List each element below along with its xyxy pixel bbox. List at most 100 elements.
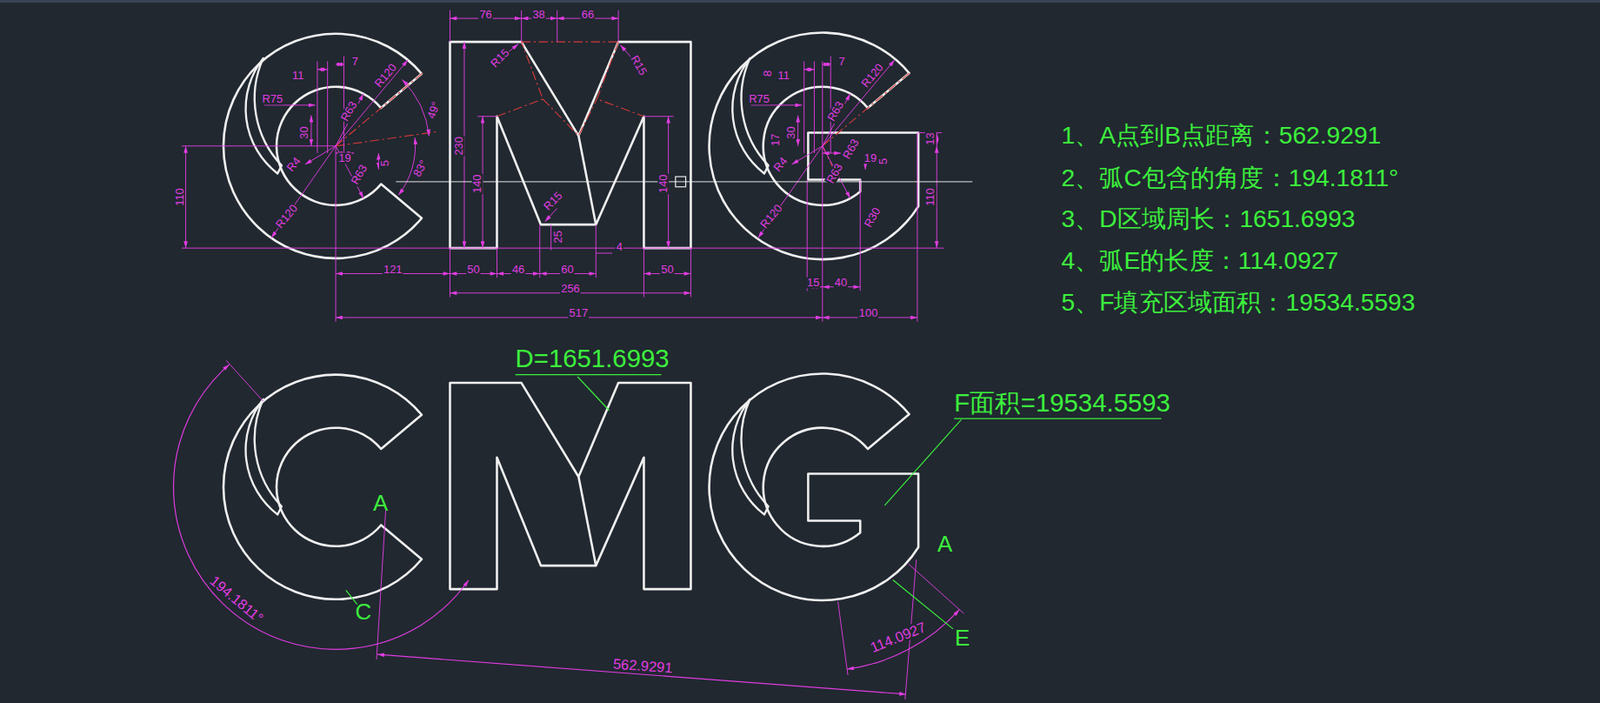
dimension-text: 121 bbox=[382, 263, 404, 275]
annotation-text: D=1651.6993 bbox=[515, 345, 670, 371]
dimension-text: 517 bbox=[567, 307, 589, 320]
extension-line bbox=[326, 60, 328, 154]
dimension-text: R120 bbox=[273, 201, 300, 232]
extension-line bbox=[539, 224, 540, 278]
dimension-text: R120 bbox=[372, 60, 400, 91]
dimension-text: 25 bbox=[552, 229, 564, 245]
dimension-line bbox=[822, 63, 831, 65]
extension-line bbox=[595, 224, 597, 278]
angle-dimension bbox=[398, 137, 415, 195]
annotation-text: 4、弧E的长度：114.0927 bbox=[1060, 247, 1339, 273]
dimension-text: 11 bbox=[776, 69, 791, 81]
letter-g-outline bbox=[709, 33, 920, 260]
dimension-text: R63 bbox=[824, 160, 846, 187]
angle-dimension bbox=[173, 364, 469, 649]
extension-line bbox=[556, 10, 558, 42]
dimension-text: 7 bbox=[351, 55, 360, 67]
letter-g-crescent bbox=[732, 399, 768, 515]
annotation-text: A bbox=[373, 492, 388, 515]
extension-line bbox=[838, 600, 848, 675]
extension-line bbox=[916, 133, 918, 322]
dimension-text: 7 bbox=[837, 55, 847, 67]
dimension-text: 194.1811° bbox=[206, 572, 267, 627]
dimension-text: 562.9291 bbox=[611, 655, 674, 674]
extension-line bbox=[618, 10, 620, 42]
dimension-line bbox=[317, 68, 328, 70]
radius-leader bbox=[822, 60, 895, 147]
letter-m-stroke bbox=[578, 135, 596, 225]
construction-line bbox=[542, 99, 597, 136]
dimension-text: R4 bbox=[284, 154, 304, 175]
dimension-line bbox=[377, 653, 907, 694]
dimension-text: 15 bbox=[806, 277, 821, 289]
dimension-text: R63 bbox=[825, 98, 847, 124]
radius-leader bbox=[264, 104, 316, 106]
extension-line bbox=[316, 60, 318, 154]
dimension-text: 49° bbox=[425, 99, 443, 121]
extension-line bbox=[813, 60, 815, 154]
dimension-text: 40 bbox=[833, 277, 849, 289]
dimension-text: R63 bbox=[840, 136, 862, 162]
dimension-text: R15 bbox=[540, 188, 566, 214]
extension-line bbox=[690, 247, 692, 297]
dimension-text: 30 bbox=[785, 125, 797, 140]
extension-line bbox=[806, 180, 808, 292]
radius-leader bbox=[751, 104, 803, 106]
radius-leader bbox=[271, 146, 336, 239]
radius-leader bbox=[335, 60, 408, 147]
dimension-text: 50 bbox=[466, 263, 481, 275]
dimension-text: 4 bbox=[615, 241, 625, 254]
dimension-text: R75 bbox=[747, 93, 771, 105]
annotation-text: 3、D区域周长：1651.6993 bbox=[1060, 206, 1355, 231]
dimension-text: 230 bbox=[453, 135, 466, 157]
dimension-text: 5 bbox=[878, 157, 890, 167]
extension-line bbox=[477, 115, 497, 117]
dimension-line bbox=[936, 146, 938, 248]
dimension-line bbox=[310, 115, 312, 147]
dimension-text: 50 bbox=[660, 263, 675, 275]
extension-line bbox=[226, 360, 264, 401]
dimension-text: 11 bbox=[291, 69, 306, 81]
extension-line bbox=[449, 247, 451, 297]
cursor-box bbox=[675, 176, 687, 187]
dimension-text: R15 bbox=[627, 53, 649, 79]
dimension-text: R75 bbox=[260, 93, 284, 105]
extension-line bbox=[803, 60, 805, 154]
dimension-line bbox=[185, 146, 187, 248]
dimension-line bbox=[797, 115, 799, 147]
dimension-text: 66 bbox=[580, 8, 596, 20]
construction-line bbox=[521, 41, 619, 43]
leader-underline bbox=[953, 418, 1161, 420]
dimension-text: 100 bbox=[858, 307, 880, 320]
annotation-text: 5、F填充区域面积：19534.5593 bbox=[1060, 289, 1415, 314]
window-edge bbox=[0, 0, 1600, 3]
dimension-text: 8 bbox=[761, 69, 774, 79]
dimension-text: R120 bbox=[758, 201, 786, 232]
dimension-text: 19 bbox=[337, 152, 353, 164]
dimension-line bbox=[804, 68, 815, 70]
letter-c-crescent bbox=[246, 399, 282, 515]
radius-leader bbox=[792, 146, 823, 165]
extension-line bbox=[908, 563, 965, 614]
dimension-text: 76 bbox=[478, 8, 494, 20]
leader-line bbox=[884, 419, 961, 506]
dimension-text: 110 bbox=[173, 186, 186, 207]
arc-length-dimension bbox=[846, 609, 960, 670]
dimension-line bbox=[335, 63, 344, 65]
letter-c-crescent bbox=[246, 58, 282, 174]
extension-line bbox=[376, 510, 387, 660]
extension-line bbox=[181, 247, 945, 249]
annotation-text: E bbox=[954, 626, 970, 650]
dimension-text: R4 bbox=[771, 154, 791, 175]
dimension-text: R30 bbox=[861, 204, 883, 230]
dimension-text: 256 bbox=[560, 283, 581, 295]
angle-dimension bbox=[401, 79, 429, 136]
extension-line bbox=[643, 115, 674, 117]
dimension-text: 13 bbox=[925, 131, 937, 147]
dimension-text: 140 bbox=[472, 173, 484, 194]
dimension-text: 114.0927 bbox=[866, 619, 929, 655]
annotation-text: 1、A点到B点距离：562.9291 bbox=[1060, 123, 1381, 148]
extension-line bbox=[181, 145, 336, 147]
dimension-text: 46 bbox=[511, 263, 527, 275]
